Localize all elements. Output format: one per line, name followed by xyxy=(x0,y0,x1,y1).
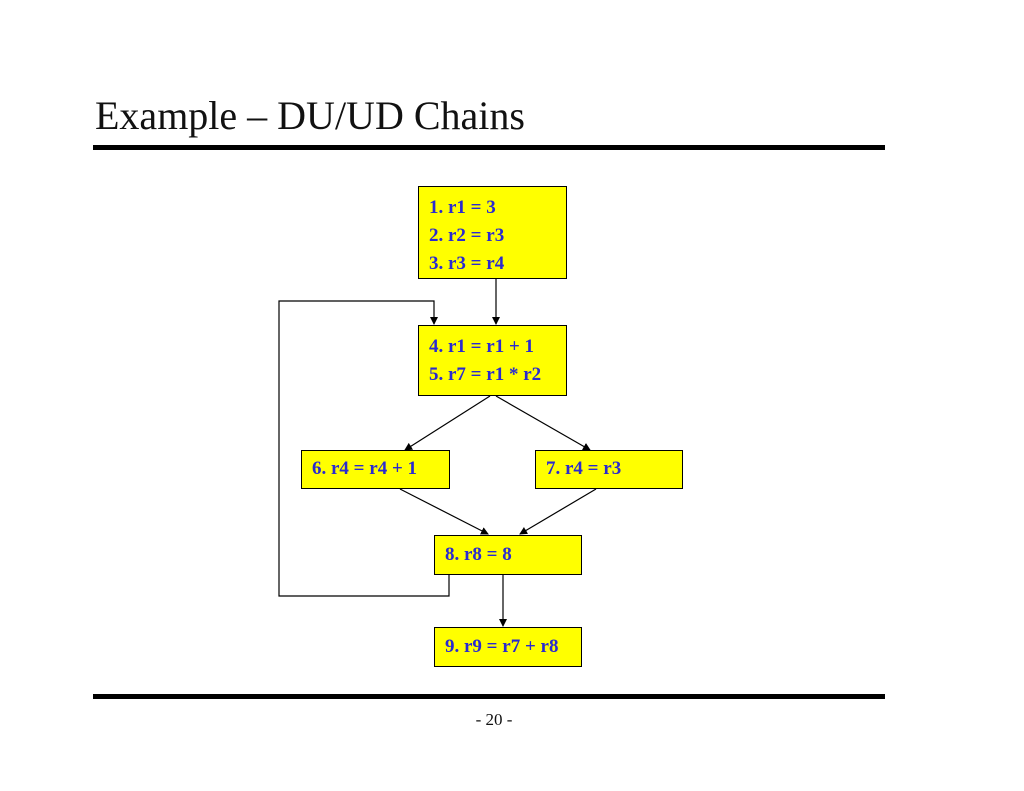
edge-b3-b5 xyxy=(399,488,489,535)
edge-b2-b3 xyxy=(404,395,491,451)
title-divider xyxy=(93,145,885,150)
basic-block-2: 4. r1 = r1 + 1 5. r7 = r1 * r2 xyxy=(418,325,567,396)
basic-block-6: 9. r9 = r7 + r8 xyxy=(434,627,582,667)
statement-1: 1. r1 = 3 xyxy=(429,197,496,218)
basic-block-1: 1. r1 = 3 2. r2 = r3 3. r3 = r4 xyxy=(418,186,567,279)
statement-2: 2. r2 = r3 xyxy=(429,225,505,246)
page-number: - 20 - xyxy=(475,710,513,729)
statement-5: 5. r7 = r1 * r2 xyxy=(429,364,542,385)
basic-block-3: 6. r4 = r4 + 1 xyxy=(301,450,450,489)
basic-block-4: 7. r4 = r3 xyxy=(535,450,683,489)
edge-b4-b5 xyxy=(519,488,597,535)
statement-3: 3. r3 = r4 xyxy=(429,253,505,274)
footer-divider xyxy=(93,694,885,699)
statement-9: 9. r9 = r7 + r8 xyxy=(445,636,559,657)
statement-8: 8. r8 = 8 xyxy=(445,544,512,565)
back-edge-b5-b2 xyxy=(278,300,450,597)
statement-4: 4. r1 = r1 + 1 xyxy=(429,336,535,357)
basic-block-5: 8. r8 = 8 xyxy=(434,535,582,575)
statement-7: 7. r4 = r3 xyxy=(546,458,622,479)
edge-b2-b4 xyxy=(495,395,591,451)
statement-6: 6. r4 = r4 + 1 xyxy=(312,458,418,479)
slide-title: Example – DU/UD Chains xyxy=(95,93,525,138)
